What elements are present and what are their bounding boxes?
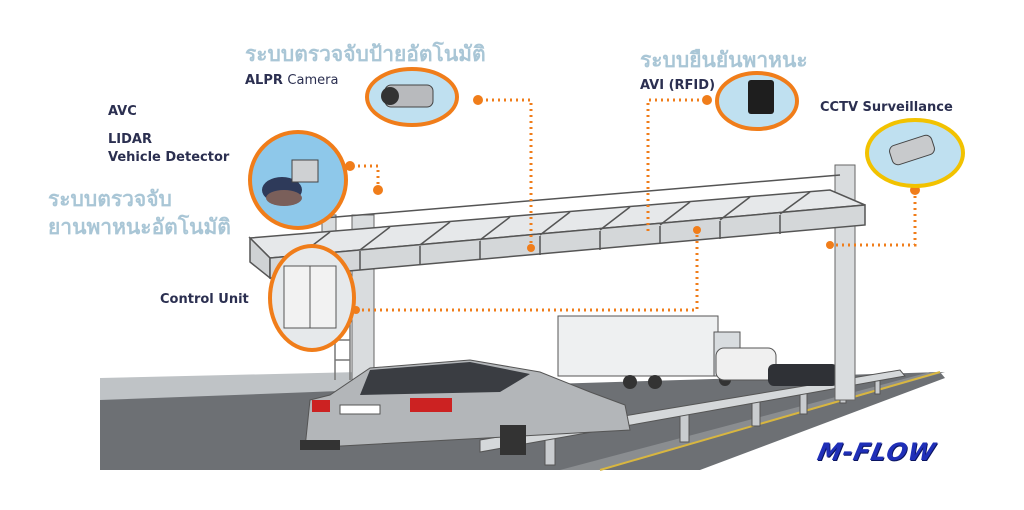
car — [300, 359, 631, 455]
alpr-thai-title: ระบบตรวจจับป้ายอัตโนมัติ — [245, 42, 486, 66]
avi-rfid-callout — [715, 71, 799, 131]
alpr-bold: ALPR — [245, 73, 283, 88]
alpr-camera-callout — [365, 67, 459, 127]
cctv-label: CCTV Surveillance — [820, 100, 953, 115]
lane-marking — [599, 371, 941, 471]
lidar-label: LIDAR — [108, 132, 152, 147]
avc-thai-line2: ยานพาหนะอัตโนมัติ — [48, 215, 231, 239]
alpr-camera-label: ALPR Camera — [245, 73, 338, 88]
truck — [557, 315, 741, 389]
vehicle-detector-label: Vehicle Detector — [108, 150, 230, 165]
suv — [768, 364, 838, 386]
lidar-callout — [248, 130, 348, 230]
avc-label: AVC — [108, 104, 137, 119]
callout-lines — [352, 98, 917, 312]
cctv-callout — [865, 118, 965, 188]
gantry-truss — [248, 174, 866, 280]
m-flow-logo: M-FLOW — [815, 438, 939, 466]
control-unit-callout — [268, 244, 356, 352]
avi-rfid-label: AVI (RFID) — [640, 78, 716, 93]
alpr-rest: Camera — [287, 73, 339, 88]
van — [715, 347, 777, 381]
avc-thai-line1: ระบบตรวจจับ — [48, 187, 172, 211]
avi-thai-title: ระบบยืนยันพาหนะ — [640, 48, 808, 72]
control-unit-label: Control Unit — [160, 292, 249, 307]
